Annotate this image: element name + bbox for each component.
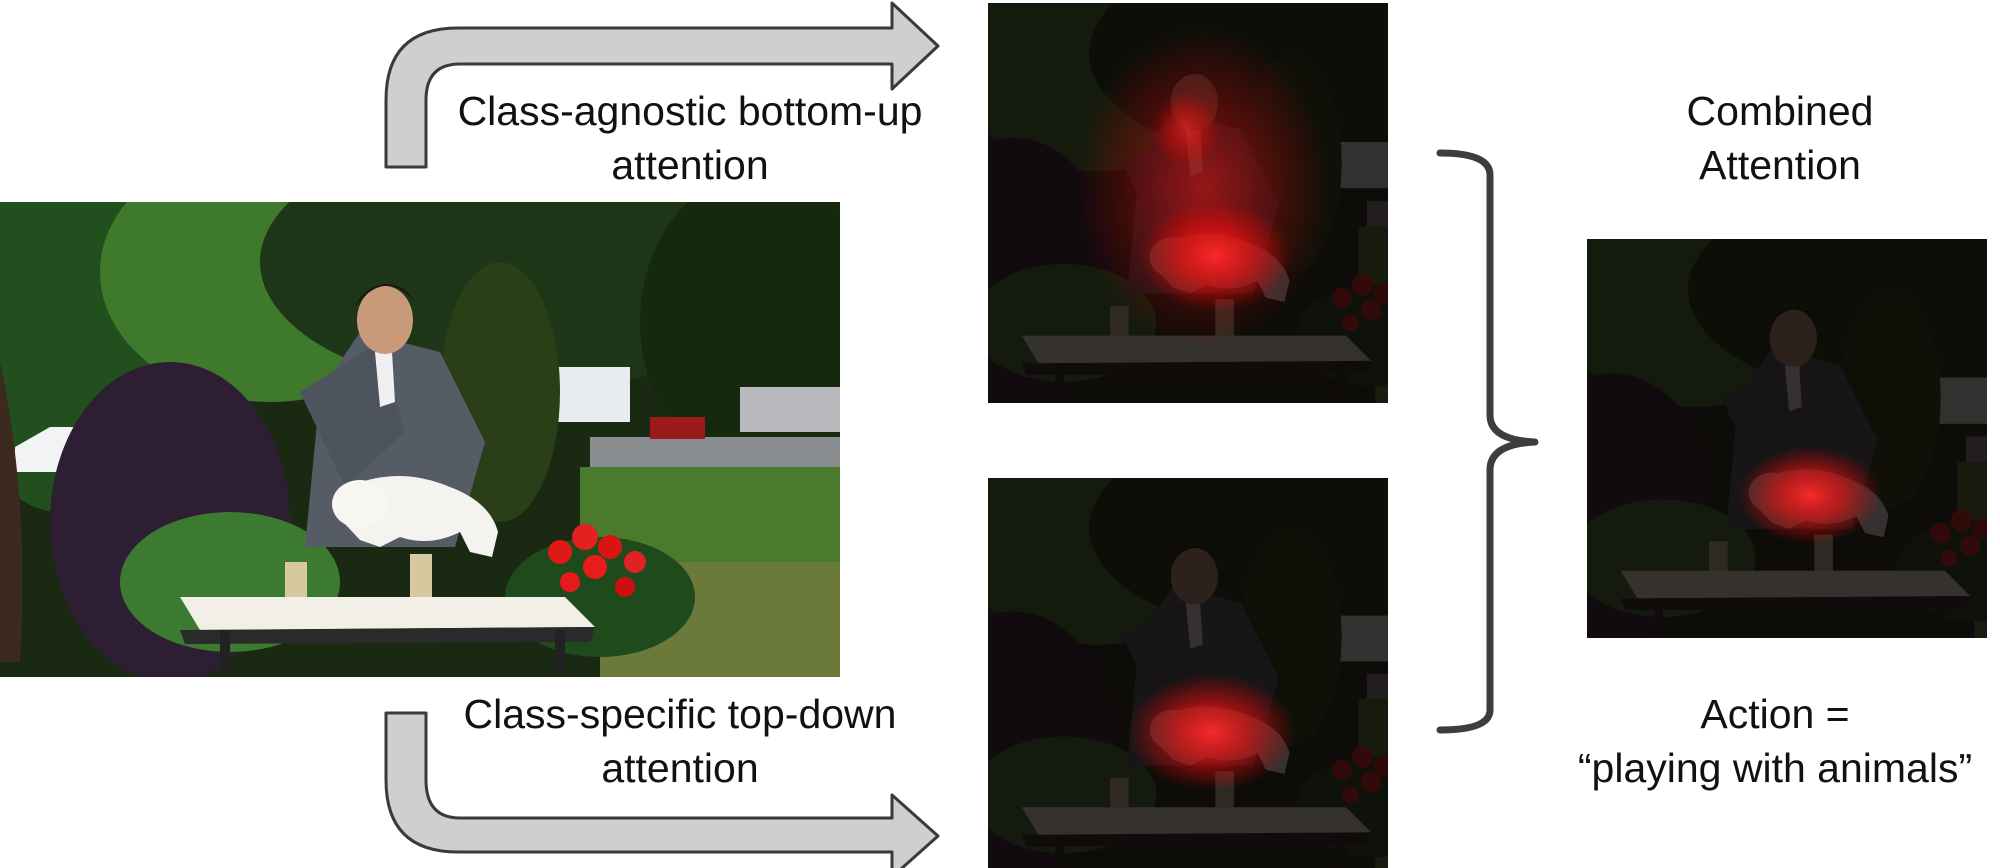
top-down-attention-label: Class-specific top-down attention [420, 687, 940, 795]
top-down-label-line-1: Class-specific top-down [463, 691, 897, 737]
bottom-up-attention-label: Class-agnostic bottom-up attention [430, 84, 950, 192]
input-frame-image [0, 202, 840, 677]
combined-label-line-2: Attention [1699, 142, 1861, 188]
bottom-up-label-line-1: Class-agnostic bottom-up [457, 88, 923, 134]
bottom-up-label-line-2: attention [611, 142, 769, 188]
combined-label-line-1: Combined [1686, 88, 1874, 134]
action-label-line-1: Action = [1700, 691, 1850, 737]
bottom-up-attention-map [828, 0, 1611, 407]
arrow-to-bottom-up [384, 1, 940, 169]
combined-attention-map [1427, 180, 2000, 642]
action-label-line-2: “playing with animals” [1577, 745, 1973, 791]
action-label: Action = “playing with animals” [1555, 687, 1995, 795]
top-down-label-line-2: attention [601, 745, 759, 791]
arrow-to-top-down [384, 711, 940, 868]
combined-attention-label: Combined Attention [1620, 84, 1940, 192]
combine-brace [1436, 149, 1539, 734]
top-down-attention-map [828, 420, 1611, 868]
